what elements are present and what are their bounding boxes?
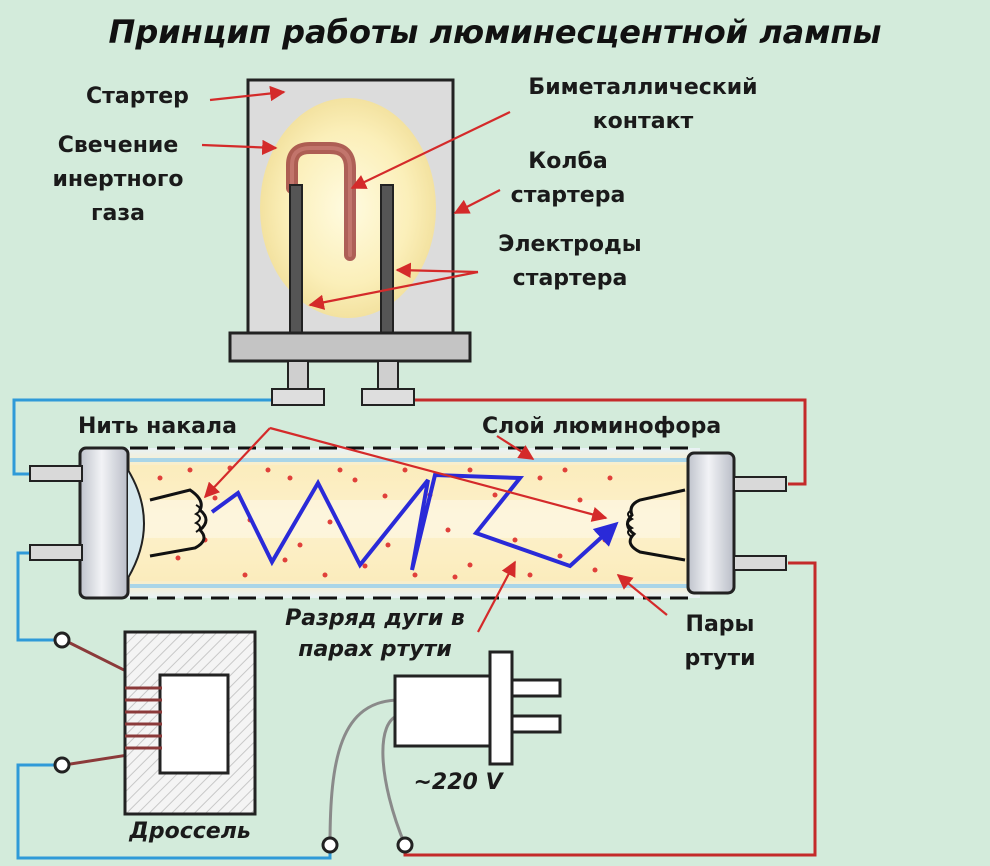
label-voltage: ~220 V (413, 770, 504, 795)
filament-right (626, 488, 686, 562)
tube-pin-right-top (733, 476, 787, 492)
wire-blue-mid (16, 551, 60, 642)
label-phosphor: Слой люминофора (482, 414, 721, 439)
arrow-arc (477, 560, 516, 633)
label-glow-3: газа (91, 201, 145, 226)
plug-prong-top (510, 678, 562, 698)
label-arc-1: Разряд дуги в (285, 606, 465, 631)
label-bimetal-2: контакт (593, 109, 694, 134)
arrow-bimetal (350, 111, 511, 189)
label-filament: Нить накала (78, 414, 237, 439)
label-vapor-1: Пары (686, 612, 755, 637)
terminal-plug-right (396, 836, 414, 854)
arc-discharge (210, 472, 619, 571)
starter-electrode-right (380, 184, 394, 336)
filament-left (149, 488, 208, 558)
plug (393, 650, 562, 766)
terminal-plug-left (321, 836, 339, 854)
arrow-vapor (616, 574, 668, 616)
label-bimetal-1: Биметаллический (528, 75, 757, 100)
wire-blue-top (12, 398, 290, 476)
label-arc-2: парах ртути (298, 637, 452, 662)
starter-pin-right (377, 360, 399, 390)
wires (12, 398, 817, 860)
page-title: Принцип работы люминесцентной лампы (109, 13, 882, 51)
choke-coil (125, 686, 162, 750)
pointer-arrows (201, 85, 668, 633)
tube-pin-left-bottom (29, 544, 83, 561)
tube-pin-left-top (29, 465, 83, 482)
terminals (53, 631, 414, 854)
arrow-bulb (453, 189, 501, 214)
starter-pin-left (287, 360, 309, 390)
tube (29, 446, 787, 600)
tube-cap-right (686, 451, 736, 595)
starter-pin-right-foot (361, 388, 415, 406)
label-bulb-1: Колба (528, 149, 607, 174)
arrow-filament-right (269, 426, 608, 522)
plug-flange (488, 650, 514, 766)
label-bulb-2: стартера (511, 183, 626, 208)
arrow-glow (201, 139, 278, 156)
label-glow-2: инертного (53, 167, 184, 192)
choke-core (158, 673, 230, 775)
plug-prong-bottom (510, 714, 562, 734)
tube-cap-left (78, 446, 130, 600)
terminal-choke-bottom (53, 756, 71, 774)
label-electrodes-2: стартера (513, 266, 628, 291)
plug-cable-2 (381, 713, 407, 846)
starter-pin-left-foot (271, 388, 325, 406)
plug-body (393, 674, 494, 748)
arrow-starter (209, 85, 286, 102)
arrow-phosphor (496, 435, 535, 460)
wire-red-top (400, 398, 807, 486)
starter-base (228, 331, 472, 363)
terminal-choke-top (53, 631, 71, 649)
starter-electrode-left (289, 184, 303, 336)
starter (228, 78, 472, 406)
label-starter: Стартер (86, 84, 189, 109)
label-choke: Дроссель (128, 819, 250, 844)
label-glow-1: Свечение (58, 133, 179, 158)
wire-blue-bottom (16, 763, 332, 860)
labels: Стартер Свечение инертного газа Биметалл… (53, 75, 758, 844)
tube-cap-left-lens (127, 469, 145, 579)
choke (123, 630, 257, 816)
tube-pin-right-bottom (733, 555, 787, 571)
arrow-electrode-left (308, 270, 479, 310)
plug-cable-1 (328, 698, 401, 846)
arrow-filament-left (203, 427, 271, 499)
label-vapor-2: ртути (684, 646, 755, 671)
arrow-electrode-right (395, 262, 479, 279)
label-electrodes-1: Электроды (498, 232, 641, 257)
